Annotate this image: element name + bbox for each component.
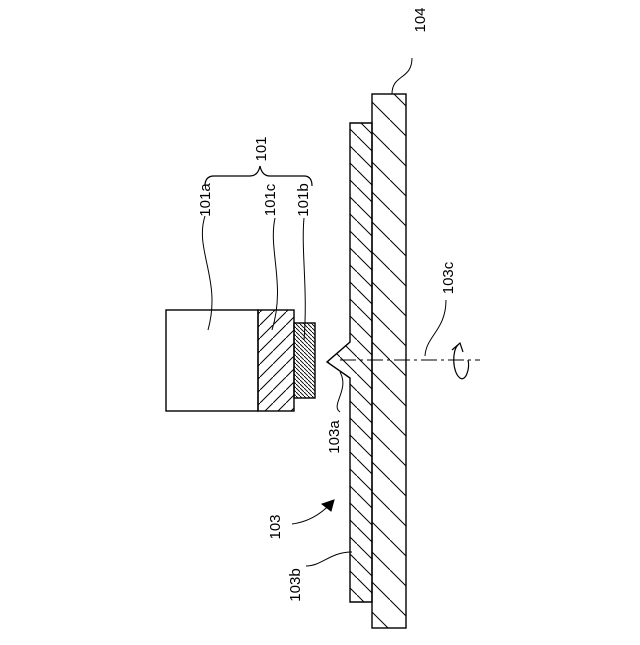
block-101a	[166, 310, 258, 411]
block-101c	[258, 310, 294, 411]
label-103b: 103b	[287, 568, 304, 601]
leader-101b	[303, 218, 305, 340]
label-103a: 103a	[326, 420, 343, 454]
film-103	[327, 123, 372, 602]
label-101a: 101a	[197, 183, 214, 217]
rotation-arrow-icon	[454, 345, 469, 379]
plate-104	[372, 94, 406, 628]
label-103: 103	[267, 514, 284, 539]
rotation-arrowhead-icon	[452, 343, 463, 352]
brace-101	[205, 166, 312, 186]
leader-103a	[337, 372, 343, 412]
leader-103b	[306, 552, 352, 566]
leader-103c	[425, 300, 446, 356]
label-104: 104	[412, 7, 429, 32]
leader-104	[392, 58, 412, 94]
label-101b: 101b	[295, 183, 312, 216]
label-101c: 101c	[262, 183, 279, 216]
label-103c: 103c	[440, 261, 457, 294]
arrow-103-head-icon	[322, 500, 334, 511]
label-101: 101	[253, 136, 270, 161]
